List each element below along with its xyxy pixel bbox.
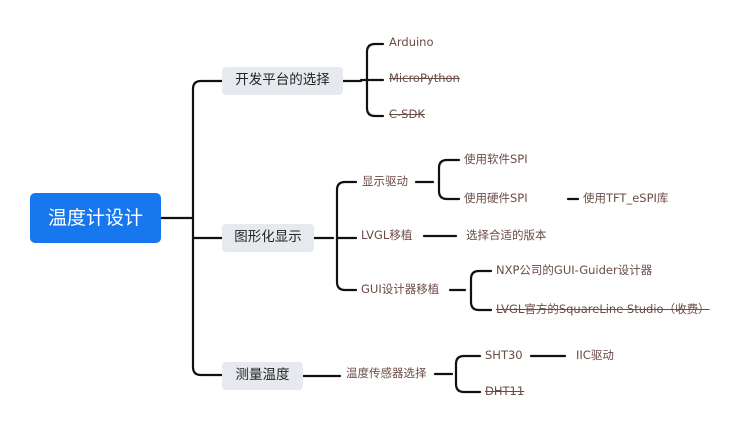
leaf-squareline-studio[interactable]: LVGL官方的SquareLine Studio（收费）: [496, 302, 710, 316]
leaf-choose-version[interactable]: 选择合适的版本: [466, 228, 547, 242]
leaf-c-sdk[interactable]: C-SDK: [389, 107, 425, 121]
leaf-sht30[interactable]: SHT30: [485, 348, 523, 362]
leaf-arduino[interactable]: Arduino: [389, 35, 434, 49]
leaf-software-spi[interactable]: 使用软件SPI: [464, 152, 528, 166]
leaf-hardware-spi[interactable]: 使用硬件SPI: [464, 191, 528, 205]
node-display-driver[interactable]: 显示驱动: [362, 174, 408, 188]
leaf-iic-driver[interactable]: IIC驱动: [576, 348, 614, 362]
branch-measure-temperature[interactable]: 测量温度: [222, 362, 303, 390]
leaf-micropython[interactable]: MicroPython: [389, 71, 460, 85]
leaf-gui-guider[interactable]: NXP公司的GUI-Guider设计器: [496, 263, 653, 277]
node-sensor-selection[interactable]: 温度传感器选择: [346, 366, 427, 380]
leaf-tft-espi-library[interactable]: 使用TFT_eSPI库: [583, 191, 669, 205]
node-lvgl-port[interactable]: LVGL移植: [361, 228, 413, 242]
branch-graphics-display[interactable]: 图形化显示: [222, 224, 314, 252]
node-gui-designer-port[interactable]: GUI设计器移植: [361, 282, 440, 296]
branch-platform-selection[interactable]: 开发平台的选择: [222, 67, 343, 95]
root-node[interactable]: 温度计设计: [30, 193, 161, 243]
leaf-dht11[interactable]: DHT11: [485, 384, 525, 398]
